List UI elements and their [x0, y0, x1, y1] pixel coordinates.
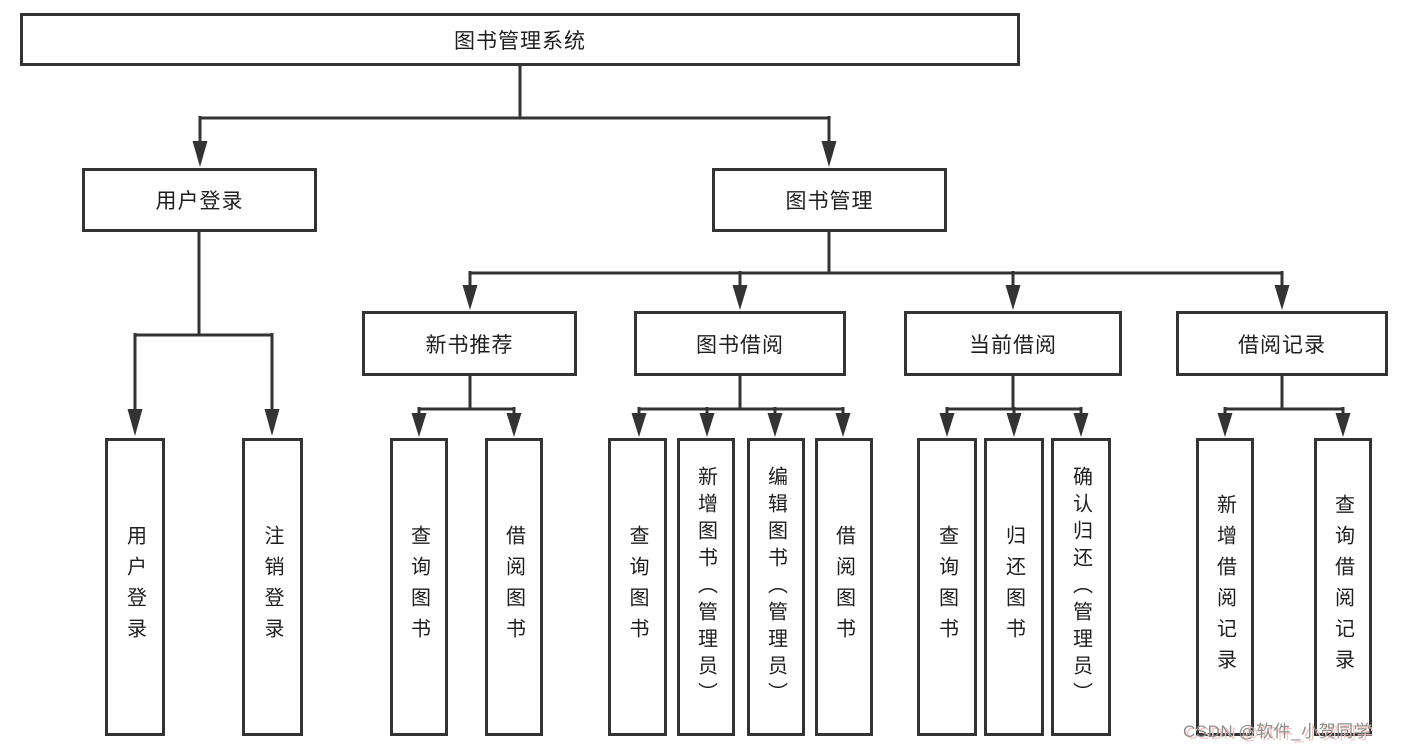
leaf-current-confirm-return-admin: 确认归还（管理员）	[1051, 438, 1111, 736]
node-label: 图书借阅	[696, 333, 784, 357]
leaf-current-return-books: 归还图书	[984, 438, 1044, 736]
node-label: 图书管理系统	[454, 29, 586, 53]
node-new-book-recommendation: 新书推荐	[362, 311, 577, 376]
node-label: 借阅记录	[1238, 333, 1326, 357]
node-label: 借阅图书	[502, 525, 525, 649]
node-label: 归还图书	[1002, 525, 1025, 649]
node-label: 确认归还（管理员）	[1069, 465, 1092, 709]
node-label: 新增图书（管理员）	[694, 465, 717, 709]
leaf-recommend-borrow-books: 借阅图书	[485, 438, 543, 736]
node-label: 新书推荐	[425, 333, 514, 357]
leaf-current-query-books: 查询图书	[917, 438, 977, 736]
node-label: 用户登录	[155, 190, 244, 213]
node-book-borrowing: 图书借阅	[634, 311, 846, 376]
leaf-borrowing-query-books: 查询图书	[608, 438, 667, 736]
leaf-recommend-query-books: 查询图书	[390, 438, 448, 736]
csdn-watermark: CSDN @软件_小贺同学	[1183, 722, 1372, 741]
leaf-borrowing-borrow-books: 借阅图书	[815, 438, 873, 736]
node-label: 查询借阅记录	[1331, 494, 1354, 680]
node-user-login: 用户登录	[82, 168, 317, 232]
node-book-management: 图书管理	[712, 168, 947, 232]
node-label: 查询图书	[407, 525, 430, 649]
node-label: 当前借阅	[969, 333, 1057, 357]
leaf-user-login: 用户登录	[105, 438, 165, 736]
node-label: 图书管理	[785, 190, 874, 213]
node-label: 借阅图书	[832, 525, 855, 649]
leaf-records-add-record: 新增借阅记录	[1196, 438, 1254, 736]
node-label: 用户登录	[123, 525, 146, 649]
node-root-system: 图书管理系统	[20, 13, 1020, 66]
node-current-borrowing: 当前借阅	[904, 311, 1122, 376]
leaf-records-query-record: 查询借阅记录	[1314, 438, 1372, 736]
node-label: 查询图书	[935, 525, 958, 649]
node-label: 注销登录	[261, 525, 283, 649]
arrowheads	[127, 141, 1351, 437]
leaf-borrowing-edit-books-admin: 编辑图书（管理员）	[747, 438, 805, 736]
node-label: 查询图书	[626, 525, 648, 649]
node-label: 编辑图书（管理员）	[764, 465, 787, 709]
node-label: 新增借阅记录	[1213, 494, 1236, 680]
node-borrowing-records: 借阅记录	[1176, 311, 1388, 376]
leaf-borrowing-add-books-admin: 新增图书（管理员）	[677, 438, 735, 736]
leaf-logout: 注销登录	[242, 438, 303, 736]
